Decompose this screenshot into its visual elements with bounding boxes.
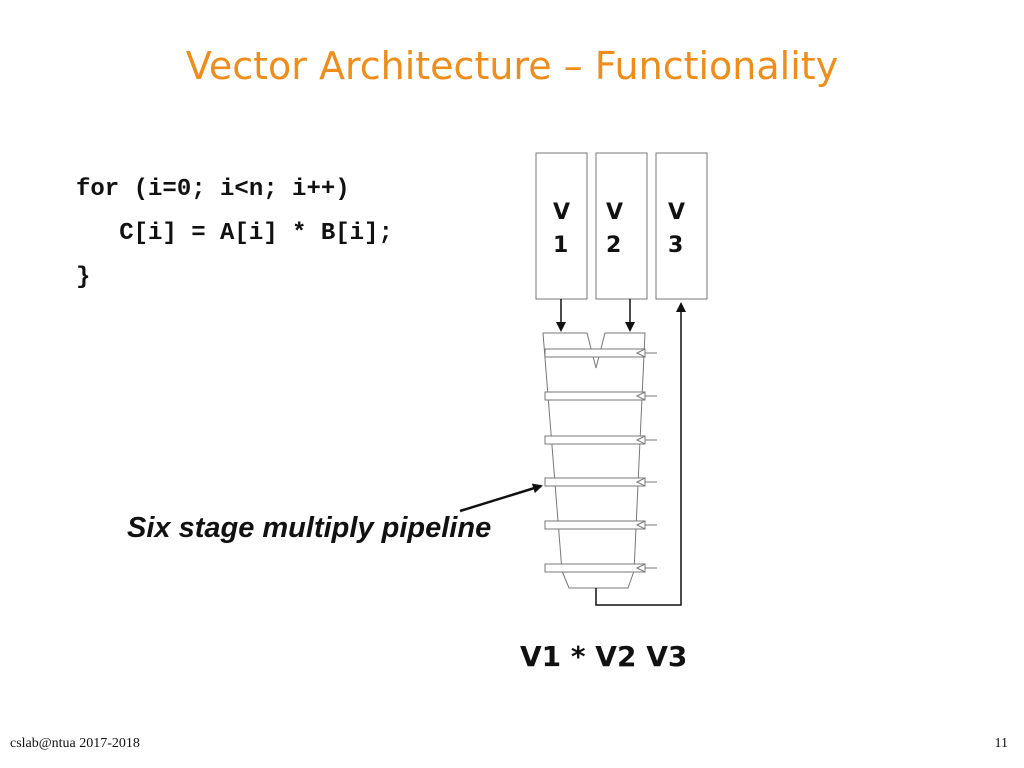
pipeline-stage-latch [544,563,657,573]
output-arrow-v3 [595,302,686,606]
pipeline-stage-latch [544,348,657,358]
pipeline-label: Six stage multiply pipeline [127,512,492,544]
operation-formula: V1 * V2 V3 [520,640,688,673]
clock-triangle-icon [635,391,646,401]
pipeline-stage-latch [544,520,657,530]
pipeline-stage-latch [544,477,657,487]
register-number: 3 [668,233,683,258]
clock-triangle-icon [635,435,646,445]
clock-triangle-icon [635,348,646,358]
code-line: } [76,264,91,291]
multiply-pipeline [542,332,646,589]
clock-triangle-icon [635,520,646,530]
register-letter: V [553,200,570,225]
page-number: 11 [994,736,1008,751]
vector-register-v2: V 2 [595,152,648,300]
register-letter: V [606,200,623,225]
code-line: C[i] = A[i] * B[i]; [76,220,393,247]
pipeline-stage-latches [544,348,657,573]
vector-register-v3: V 3 [655,152,708,300]
code-line: for (i=0; i<n; i++) [76,176,350,203]
clock-triangle-icon [635,477,646,487]
clock-triangle-icon [635,563,646,573]
label-pointer-arrow [459,483,543,513]
register-number: 2 [606,233,621,258]
slide-title: Vector Architecture – Functionality [185,44,839,88]
pipeline-stage-latch [544,435,657,445]
register-number: 1 [553,233,568,258]
pipeline-stage-latch [544,391,657,401]
vector-register-v1: V 1 [535,152,588,300]
register-letter: V [668,200,685,225]
footer-text: cslab@ntua 2017-2018 [10,736,140,751]
